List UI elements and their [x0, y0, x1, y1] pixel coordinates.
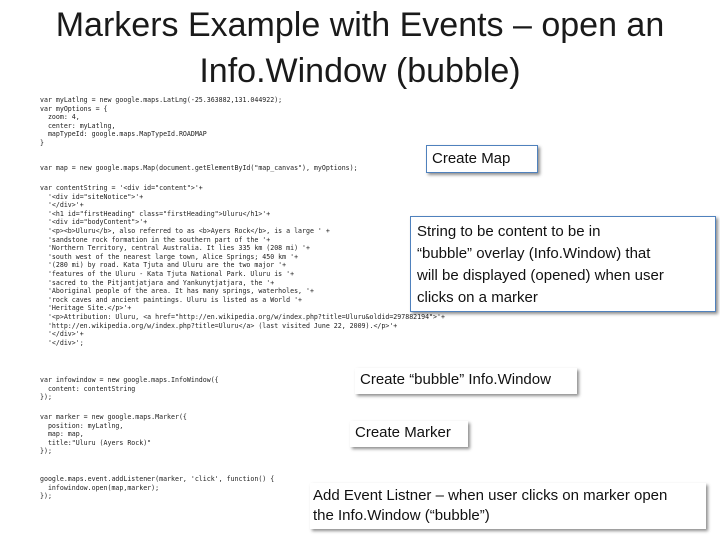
callout-string-line-1: String to be content to be in [417, 223, 601, 240]
code-infowindow: var infowindow = new google.maps.InfoWin… [40, 376, 219, 402]
callout-string-content: String to be content to be in “bubble” o… [410, 216, 716, 312]
slide-title-line-2: Info.Window (bubble) [199, 52, 521, 90]
code-content-string: var contentString = '<div id="content">'… [40, 184, 445, 347]
callout-string-line-2: “bubble” overlay (Info.Window) that [417, 245, 651, 262]
code-marker: var marker = new google.maps.Marker({ po… [40, 413, 187, 456]
callout-add-listener: Add Event Listner – when user clicks on … [310, 483, 706, 529]
code-map-options: var myLatlng = new google.maps.LatLng(-2… [40, 96, 283, 147]
code-map-create: var map = new google.maps.Map(document.g… [40, 164, 358, 172]
slide-title: Markers Example with Events – open an In… [0, 2, 720, 94]
code-event-listener: google.maps.event.addListener(marker, 'c… [40, 475, 275, 501]
callout-string-line-3: will be displayed (opened) when user [417, 267, 664, 284]
slide-title-line-1: Markers Example with Events – open an [55, 6, 665, 44]
callout-create-marker: Create Marker [350, 421, 468, 447]
callout-string-line-4: clicks on a marker [417, 289, 538, 306]
callout-create-infowindow: Create “bubble” Info.Window [355, 368, 577, 394]
callout-listener-line-1: Add Event Listner – when user clicks on … [313, 487, 668, 504]
callout-listener-line-2: the Info.Window (“bubble”) [313, 507, 490, 524]
callout-create-map: Create Map [426, 145, 538, 173]
